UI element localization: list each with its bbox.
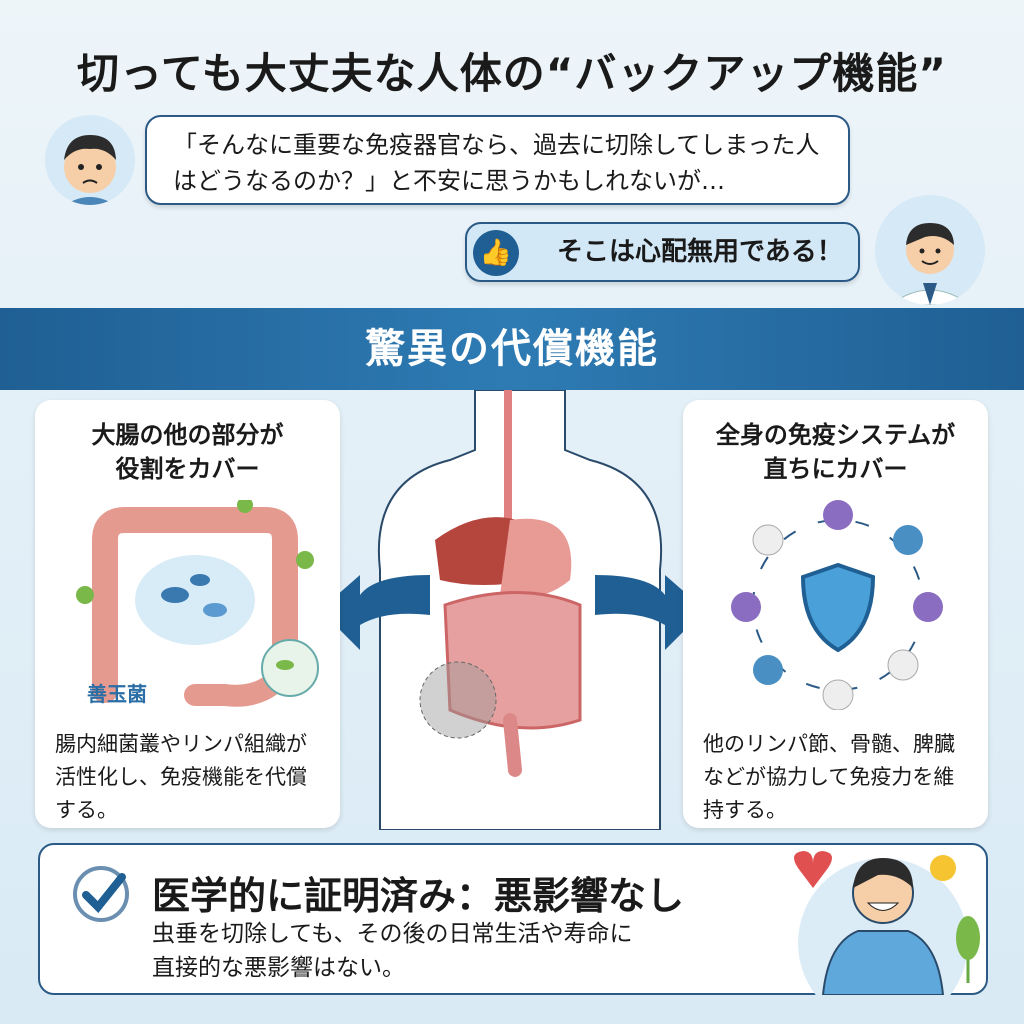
appendix-highlight-icon [419,661,497,739]
left-info-card: 大腸の他の部分が役割をカバー 善玉菌 腸内細菌叢やリンパ組織が活性化し、免疫機能… [35,400,340,828]
doctor-avatar [875,195,985,305]
page-title: 切っても大丈夫な人体の“バックアップ機能” [76,49,947,98]
conclusion-body-line2: 直接的な悪影響はない。 [152,955,405,981]
conclusion-body: 虫垂を切除しても、その後の日常生活や寿命に直接的な悪影響はない。 [152,917,632,985]
conclusion-panel: 医学的に証明済み：悪影響なし 虫垂を切除しても、その後の日常生活や寿命に直接的な… [38,843,988,995]
heart-icon [794,851,832,888]
answer-text: そこは心配無用である！ [557,237,843,267]
left-arrow-icon [320,575,430,650]
right-card-title-line2: 直ちにカバー [763,455,908,483]
left-card-title-line1: 大腸の他の部分が [91,421,284,449]
doctor-icon [889,223,971,305]
answer-speech-bubble: 👍 そこは心配無用である！ [465,222,860,282]
sun-icon [930,855,956,881]
thumbs-up-icon: 👍 [473,230,519,276]
right-card-title-line1: 全身の免疫システムが [715,421,956,449]
right-card-title: 全身の免疫システムが直ちにカバー [683,418,988,486]
section-banner: 驚異の代償機能 [0,308,1024,390]
immune-cells-cycle-illustration [731,500,943,710]
left-card-body: 腸内細菌叢やリンパ組織が活性化し、免疫機能を代償する。 [55,732,307,822]
right-card-body: 他のリンパ節、骨髄、脾臓などが協力して免疫力を維持する。 [703,732,955,822]
stomach-icon [500,518,572,598]
good-bacteria-label: 善玉菌 [87,682,147,706]
worry-speech-bubble: 「そんなに重要な免疫器官なら、過去に切除してしまった人はどうなるのか？」と不安に… [145,115,850,205]
worried-person-avatar [45,115,135,205]
right-arrow-icon [595,575,705,650]
colon-bacteria-illustration [76,500,319,707]
conclusion-body-line1: 虫垂を切除しても、その後の日常生活や寿命に [152,921,633,947]
worried-face-icon [64,135,116,205]
right-info-card: 全身の免疫システムが直ちにカバー 他のリンパ節、骨髄、脾臓などが協力して免疫力を… [683,400,988,828]
human-body-illustration [377,390,663,830]
left-card-title: 大腸の他の部分が役割をカバー [35,418,340,486]
check-circle-icon [73,866,129,922]
shield-icon [800,562,876,653]
happy-person-illustration [794,851,980,995]
intestine-icon [443,591,582,730]
conclusion-title: 医学的に証明済み：悪影響なし [152,874,685,918]
left-card-title-line2: 役割をカバー [115,455,260,483]
